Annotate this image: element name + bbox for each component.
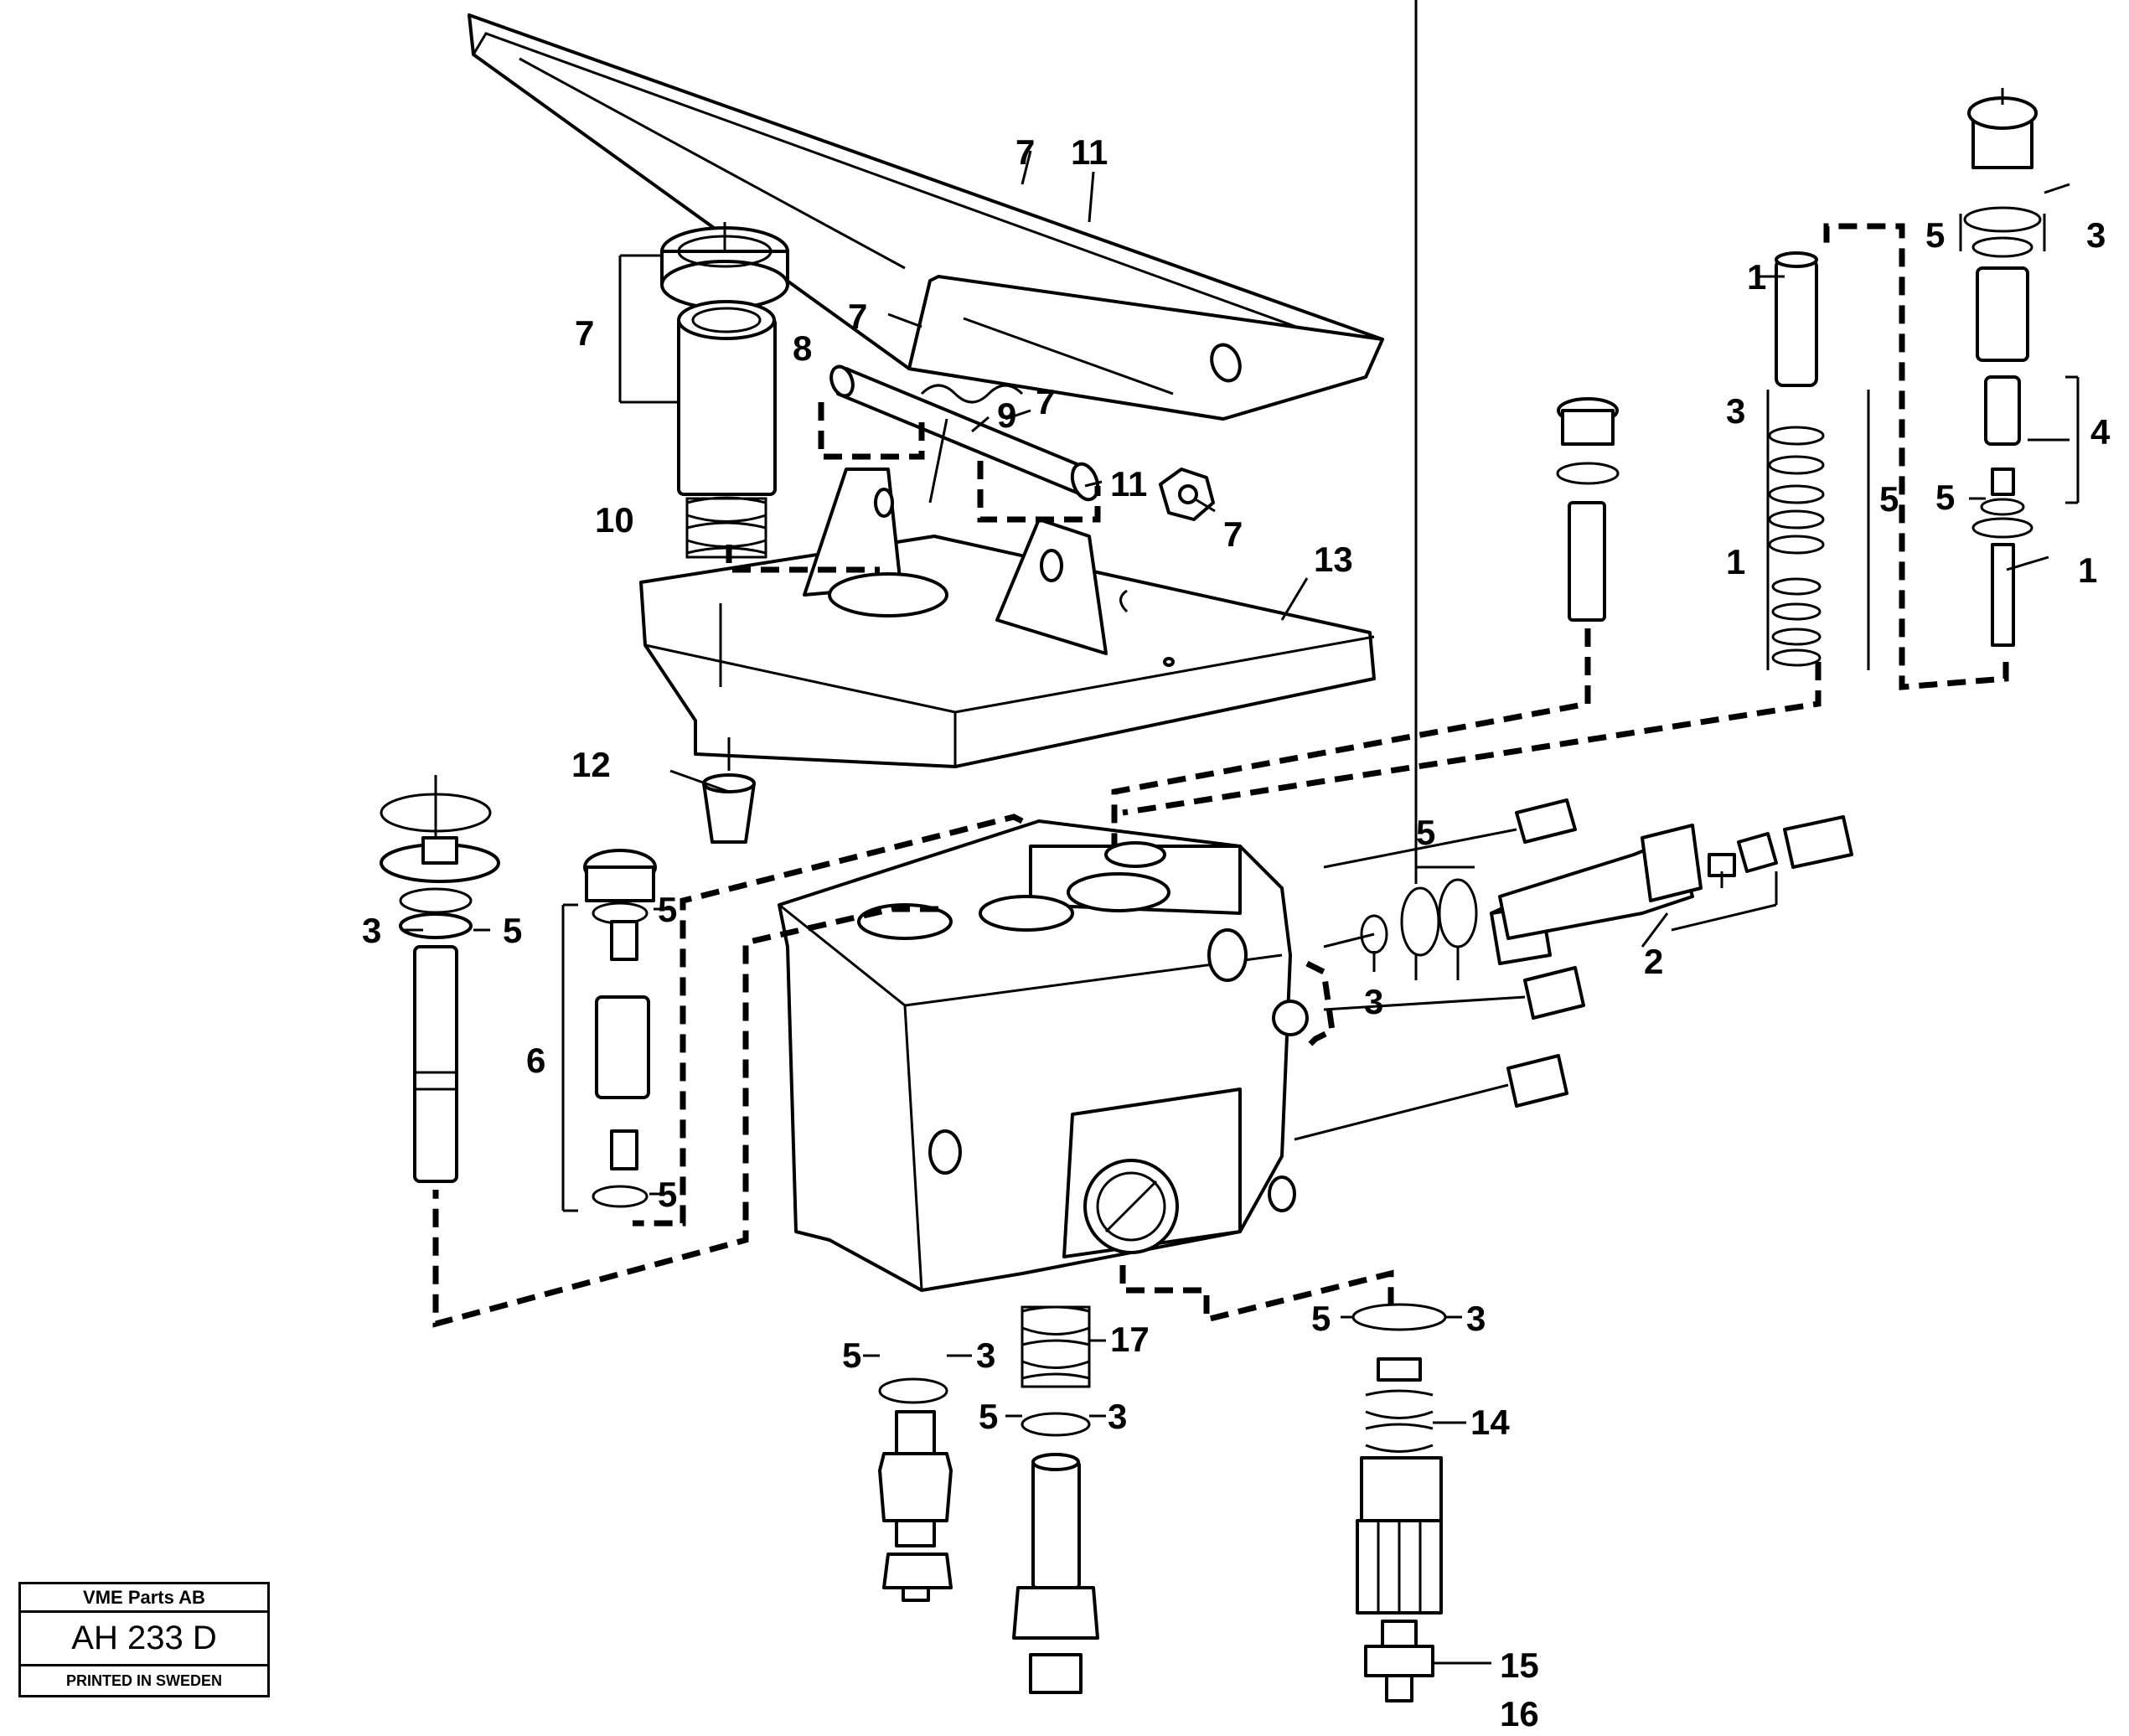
bottom-middle-stack <box>1012 1305 1099 1694</box>
callout-tr-d: 4 <box>2090 412 2111 452</box>
valve-body <box>778 819 1309 1292</box>
callout-bm-b: 5 <box>979 1397 998 1436</box>
callout-br-d: 15 <box>1500 1646 1539 1685</box>
callout-left-a: 3 <box>362 911 381 950</box>
callout-pin-c: 11 <box>1110 464 1147 504</box>
callout-pedal-a: 7 <box>1015 132 1035 172</box>
bottom-right-stack <box>1351 1303 1447 1702</box>
callout-bm-c: 3 <box>1108 1397 1127 1436</box>
title-block-company: VME Parts AB <box>21 1584 267 1613</box>
dashed-connections <box>432 223 2009 1328</box>
callout-spool-a: 5 <box>658 890 677 929</box>
callout-pin-a: 9 <box>997 395 1016 435</box>
callout-spool-c: 5 <box>658 1175 677 1214</box>
callout-labels: 7 11 7 7 8 10 9 7 11 7 13 12 3 5 5 6 5 5… <box>362 132 2111 1733</box>
top-right-stack <box>1963 88 2042 647</box>
left-valve-stack <box>380 775 500 1183</box>
callout-side-b: 3 <box>1364 982 1383 1021</box>
callout-base-b: 12 <box>571 745 611 784</box>
bottom-left-stack <box>878 1377 953 1602</box>
pivot-pin <box>829 364 1100 504</box>
callout-pedal-b: 11 <box>1071 132 1108 172</box>
callout-bushing-b: 8 <box>793 328 812 368</box>
center-spool <box>561 849 657 1212</box>
callout-bushing-a: 7 <box>575 313 594 353</box>
title-block: VME Parts AB AH 233 D PRINTED IN SWEDEN <box>18 1582 270 1697</box>
callout-br-a: 5 <box>1311 1299 1331 1338</box>
callout-tr-c: 1 <box>1747 257 1766 297</box>
callout-mr-a: 3 <box>1726 391 1745 431</box>
pedal <box>468 13 1384 421</box>
callout-pin-d: 7 <box>1223 514 1243 554</box>
title-block-code: AH 233 D <box>21 1613 267 1666</box>
callout-tr-e: 5 <box>1935 478 1955 517</box>
callout-br-e: 16 <box>1500 1694 1539 1733</box>
callout-base-a: 13 <box>1314 540 1353 579</box>
callout-pedal-c: 7 <box>848 297 867 336</box>
callout-side-c: 2 <box>1644 942 1663 981</box>
callout-pin-b: 7 <box>1036 382 1055 421</box>
side-assembly <box>1360 798 1853 1108</box>
callout-mr-c: 1 <box>1726 542 1745 581</box>
bushing-cap <box>660 222 789 310</box>
callout-bl-b: 3 <box>976 1336 995 1375</box>
callout-bushing-c: 10 <box>595 500 634 540</box>
callout-left-b: 5 <box>503 911 522 950</box>
callout-tr-b: 3 <box>2086 215 2106 255</box>
callout-br-b: 3 <box>1466 1299 1486 1338</box>
callout-spool-b: 6 <box>526 1041 545 1080</box>
callout-bm-a: 17 <box>1110 1320 1150 1359</box>
sleeve <box>677 300 777 496</box>
nut <box>1159 468 1215 521</box>
leader-lines <box>402 0 2080 1665</box>
callout-tr-f: 1 <box>2078 550 2097 590</box>
base-plate <box>639 468 1376 768</box>
plug-sleeve <box>1556 397 1620 622</box>
callout-br-c: 14 <box>1470 1403 1510 1442</box>
callout-side-a: 5 <box>1416 813 1435 852</box>
callout-bl-a: 5 <box>842 1336 861 1375</box>
callout-mr-b: 5 <box>1879 479 1899 519</box>
middle-right-stack <box>1768 251 1825 667</box>
callout-tr-a: 5 <box>1925 215 1945 255</box>
title-block-printed: PRINTED IN SWEDEN <box>65 1671 222 1689</box>
